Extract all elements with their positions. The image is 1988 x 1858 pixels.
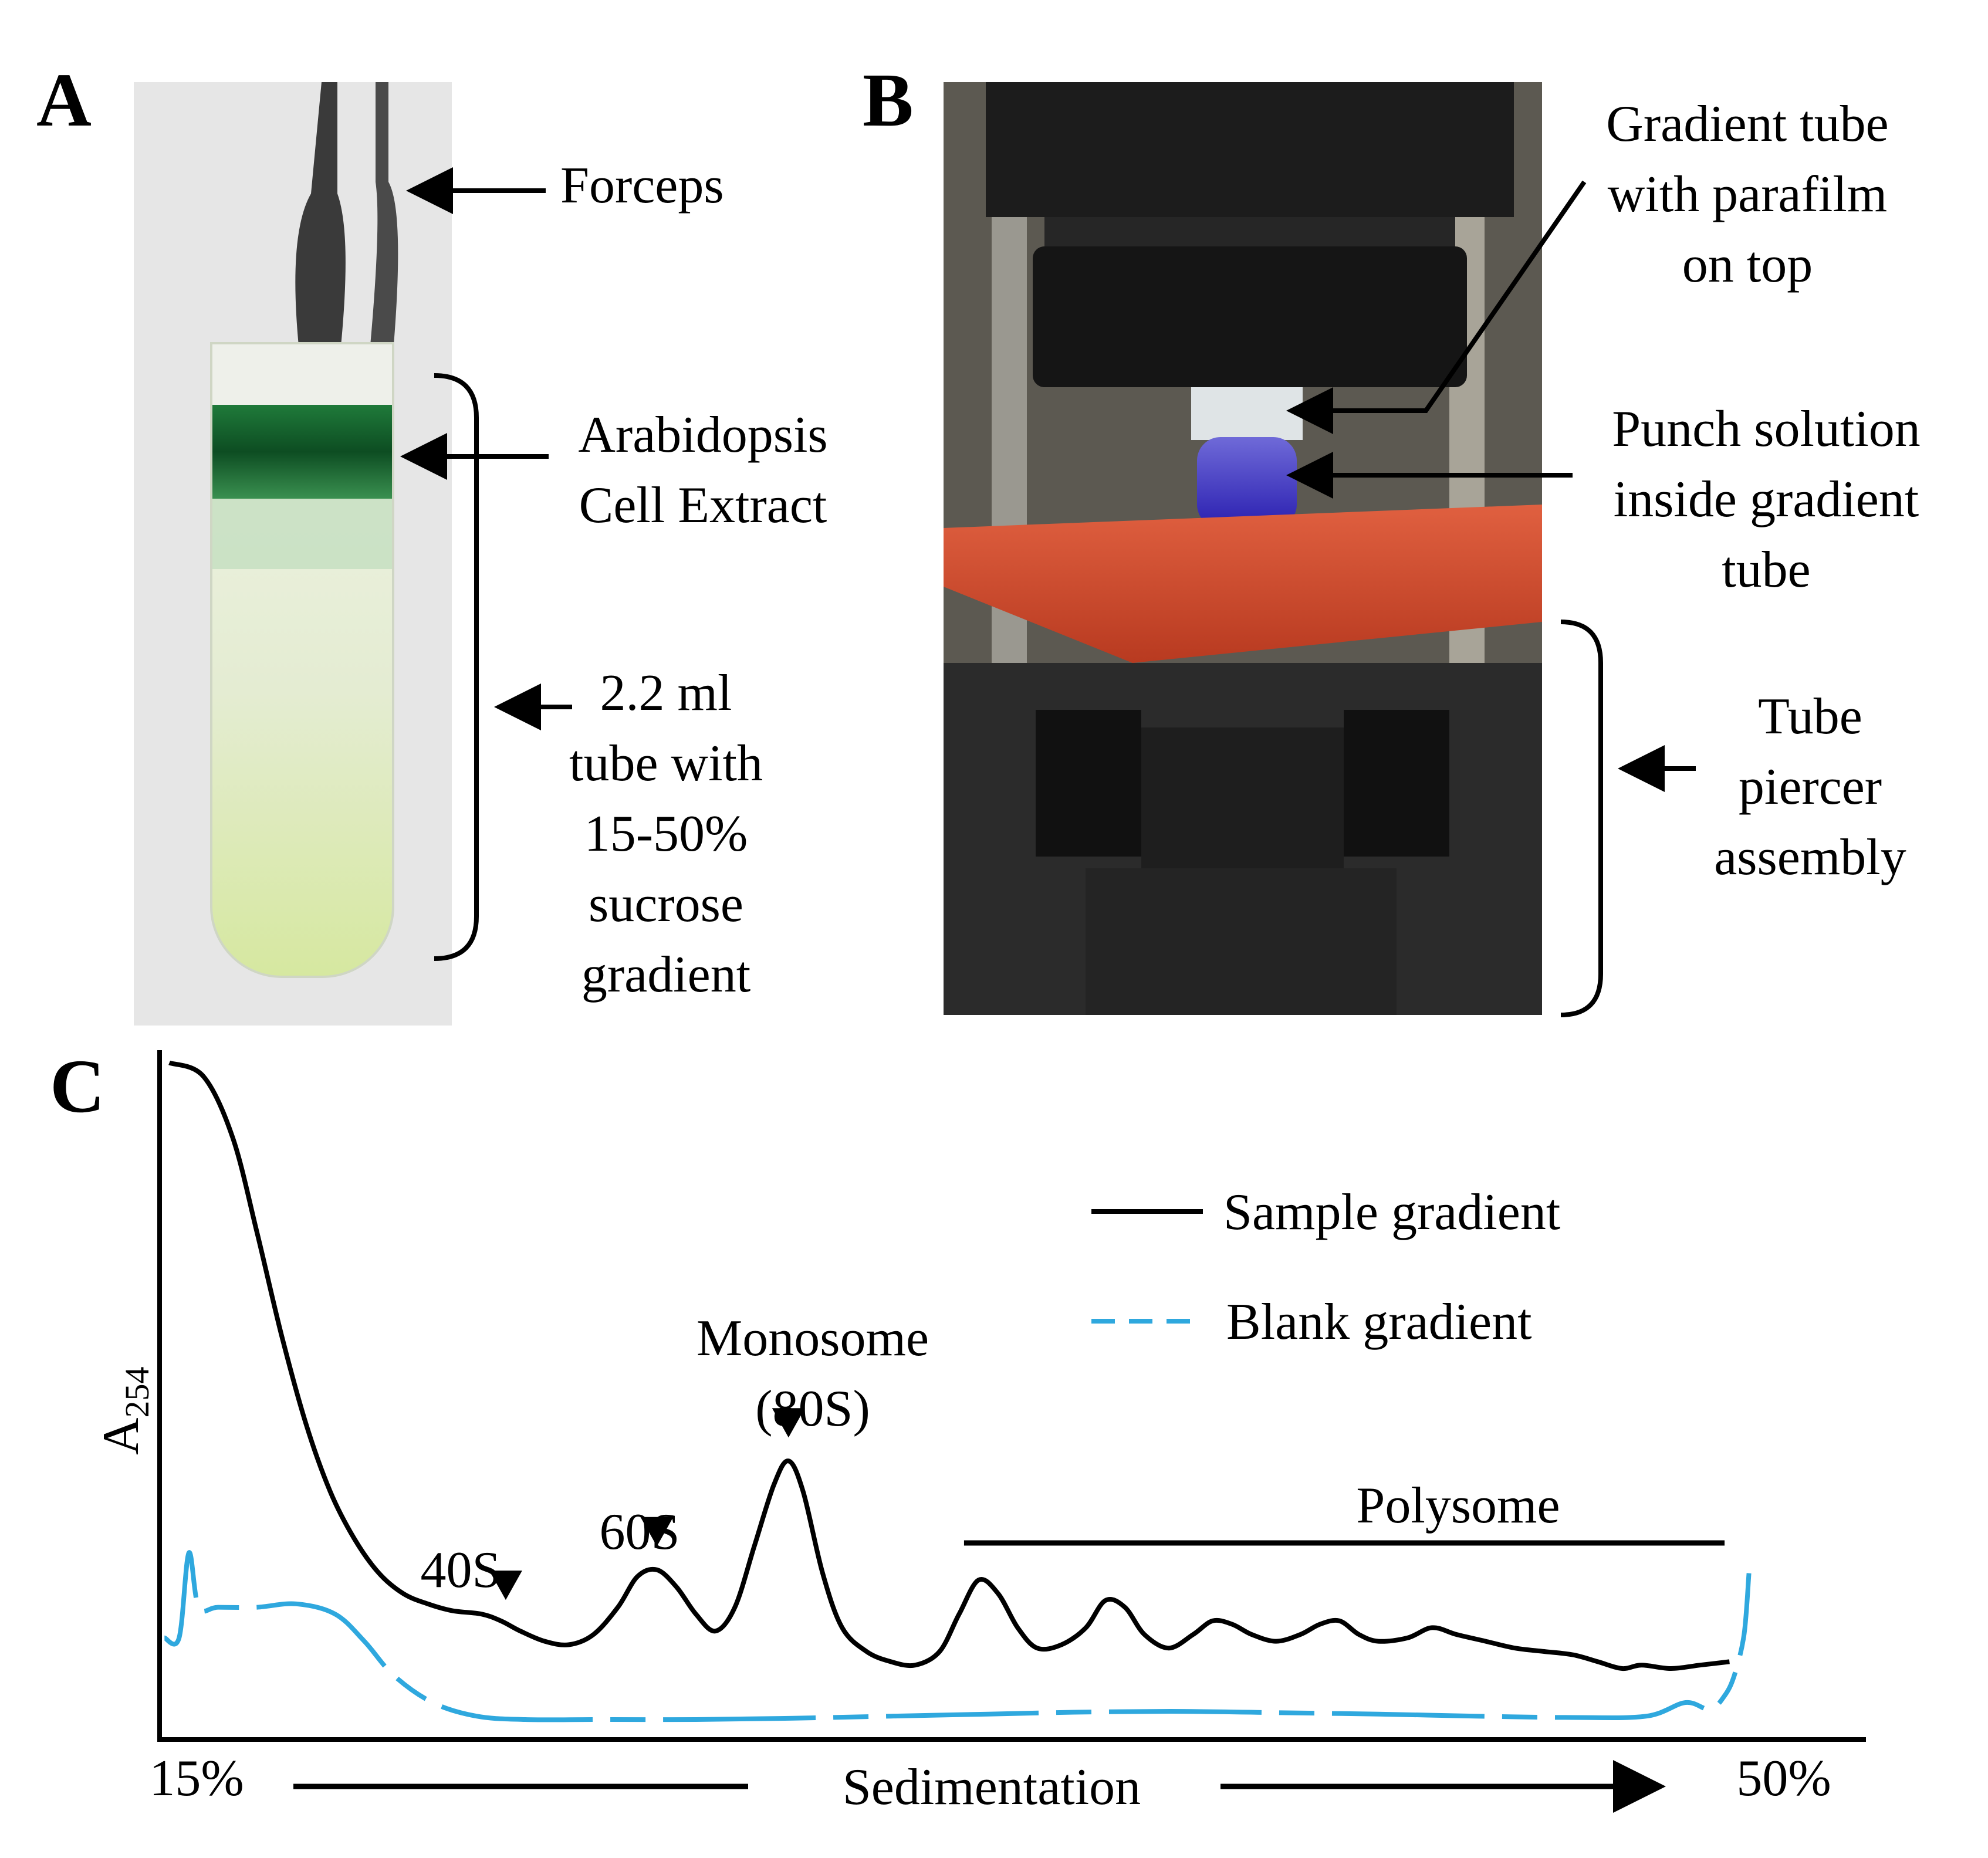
- peak-annotations: Monosome (80S) 60S 40S Polysome: [421, 1310, 1560, 1599]
- tube-label-line1: 2.2 ml: [600, 665, 732, 722]
- series-line-blank-gradient: [163, 1550, 1752, 1722]
- panel-c: C A254 15% Sedimentation 50% Sample grad…: [50, 1044, 1866, 1816]
- red-plate: [944, 505, 1542, 663]
- polysome-label: Polysome: [1356, 1477, 1560, 1534]
- piercer-annotation: Tube piercer assembly: [1618, 688, 1906, 886]
- peak-marker-80s: [772, 1408, 805, 1438]
- panel-b-letter: B: [863, 58, 914, 143]
- tube-label-line2: tube with: [569, 735, 763, 792]
- peak-40s-label: 40S: [421, 1542, 501, 1599]
- legend-sample-label: Sample gradient: [1223, 1184, 1560, 1241]
- panel-b: B Gradient tube with parafilm on top: [863, 58, 1921, 1017]
- punch-annotation: Punch solution inside gradient tube: [1286, 401, 1921, 598]
- peak-60s-label: 60S: [600, 1504, 680, 1561]
- panel-a: A Forceps Arabidopsis Cell Extract 2.2 m…: [36, 58, 828, 1026]
- gradient-tube-label-line1: Gradient tube: [1606, 96, 1888, 153]
- forceps-icon: [295, 82, 346, 352]
- extract-label-line2: Cell Extract: [579, 477, 827, 534]
- plot-area: [163, 1060, 1752, 1722]
- panel-b-photo: [944, 82, 1542, 1015]
- piercer-label-line1: Tube: [1758, 688, 1862, 745]
- punch-label-line3: tube: [1722, 542, 1811, 598]
- knob-icon: [986, 82, 1514, 217]
- piercer-label-line2: piercer: [1739, 759, 1882, 815]
- x-axis-label: Sedimentation: [843, 1759, 1141, 1816]
- punch-label-line2: inside gradient: [1614, 471, 1919, 528]
- x-axis-labels: 15% Sedimentation 50%: [149, 1750, 1831, 1816]
- tube-label-line3: 15-50%: [584, 806, 748, 862]
- panel-c-letter: C: [50, 1044, 105, 1129]
- legend-blank-label: Blank gradient: [1226, 1294, 1532, 1351]
- forceps-annotation: Forceps: [406, 157, 724, 214]
- peak-marker-40s: [489, 1571, 522, 1600]
- cell-extract-band: [212, 405, 392, 499]
- x-axis-start-label: 15%: [149, 1750, 244, 1807]
- panel-a-letter: A: [36, 58, 92, 143]
- tube-label-line4: sucrose: [589, 876, 743, 933]
- extract-label-line1: Arabidopsis: [578, 407, 827, 463]
- legend: Sample gradient Blank gradient: [1091, 1184, 1560, 1351]
- monosome-label-line1: Monosome: [697, 1310, 929, 1367]
- forceps-label: Forceps: [560, 157, 724, 214]
- panel-a-photo: [134, 82, 452, 1026]
- y-axis-label: A254: [93, 1366, 156, 1455]
- punch-label-line1: Punch solution: [1612, 401, 1921, 458]
- y-axis-label-sub: 254: [118, 1366, 156, 1417]
- extract-annotation: Arabidopsis Cell Extract: [400, 407, 828, 534]
- piercer-bracket: [1560, 620, 1603, 1017]
- gradient-tube-label-line2: with parafilm: [1608, 166, 1888, 223]
- tube-bracket: [434, 373, 479, 961]
- monosome-label-line2: (80S): [755, 1380, 870, 1437]
- gradient-tube-label-line3: on top: [1682, 236, 1813, 293]
- tube-label-line5: gradient: [581, 946, 750, 1003]
- gradient-tube-annotation: Gradient tube with parafilm on top: [1286, 96, 1889, 434]
- x-axis-end-label: 50%: [1736, 1750, 1831, 1807]
- peak-marker-60s: [640, 1517, 674, 1546]
- y-axis-label-main: A: [93, 1417, 150, 1455]
- axes: [157, 1050, 1866, 1742]
- tube-annotation: 2.2 ml tube with 15-50% sucrose gradient: [494, 665, 763, 1003]
- piercer-label-line3: assembly: [1714, 829, 1906, 886]
- series-line-sample-gradient: [168, 1060, 1730, 1671]
- punch-solution: [1197, 437, 1297, 528]
- gradient-tube-b: [1191, 387, 1303, 440]
